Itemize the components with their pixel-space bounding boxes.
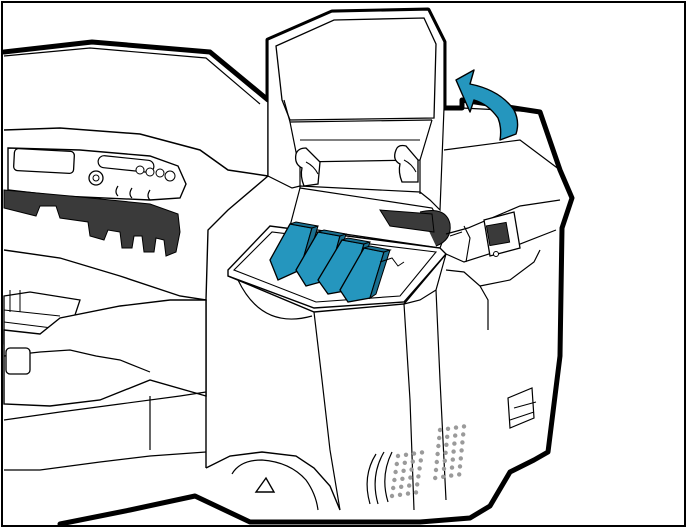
latch-icon <box>294 147 321 187</box>
speaker-dot <box>394 461 399 467</box>
speaker-dot <box>452 441 457 446</box>
speaker-dot <box>407 483 412 488</box>
speaker-dot <box>409 467 414 472</box>
speaker-dot <box>451 449 456 454</box>
speaker-dot <box>453 433 458 438</box>
speaker-dot <box>433 475 438 481</box>
speaker-grille-icon <box>433 424 467 481</box>
speaker-dot <box>392 477 397 483</box>
paper-tray <box>3 290 207 471</box>
speaker-dot <box>461 432 466 437</box>
speaker-dot <box>443 450 448 455</box>
speaker-dot <box>450 457 455 462</box>
printer-top-edge <box>3 47 261 105</box>
speaker-dot <box>442 458 447 463</box>
speaker-dot <box>436 443 441 449</box>
speaker-dot <box>459 448 464 453</box>
carriage-dark-slot <box>379 209 435 233</box>
speaker-dot <box>395 453 401 459</box>
side-latch-inner <box>485 221 511 247</box>
speaker-dot <box>391 485 396 491</box>
speaker-dot <box>457 464 463 469</box>
speaker-dot <box>400 476 405 481</box>
speaker-dot <box>402 460 407 465</box>
printer-right-body <box>313 107 573 511</box>
speaker-dot <box>418 458 423 463</box>
speaker-dot <box>408 475 413 480</box>
speaker-dot <box>460 440 465 445</box>
speaker-dot <box>444 442 449 447</box>
speaker-dot <box>411 451 417 456</box>
speaker-dot <box>389 493 395 499</box>
tray-handle <box>5 347 31 375</box>
vent-lines <box>366 451 393 505</box>
front-dial <box>237 279 313 320</box>
latch-icon <box>394 144 419 183</box>
speaker-dot <box>393 469 398 475</box>
tray-front <box>3 299 207 407</box>
speaker-dot <box>441 466 447 471</box>
speaker-dot <box>399 484 404 489</box>
printer-lower-front <box>205 451 341 511</box>
printer-front-left <box>3 175 269 301</box>
speaker-dot <box>410 459 415 464</box>
speaker-dot <box>461 424 467 429</box>
lcd-display <box>13 147 75 175</box>
speaker-dot <box>413 490 419 495</box>
foot-icon <box>254 476 276 493</box>
speaker-dot <box>457 472 462 477</box>
speaker-dot <box>397 492 403 497</box>
paper-output-slot <box>3 189 181 257</box>
speaker-dot <box>458 456 463 461</box>
speaker-dot <box>405 491 411 496</box>
speaker-dot <box>445 426 451 431</box>
control-panel <box>7 147 187 201</box>
speaker-dot <box>437 427 443 433</box>
speaker-dot <box>433 467 439 473</box>
speaker-grille-icon <box>389 450 425 499</box>
speaker-dot <box>445 434 450 439</box>
speaker-dot <box>416 474 421 479</box>
speaker-dot <box>441 474 446 479</box>
speaker-dot <box>449 473 454 478</box>
speaker-dot <box>403 452 409 457</box>
speaker-dot <box>417 466 422 471</box>
open-arrow-icon <box>455 69 519 141</box>
speaker-dot <box>453 425 459 430</box>
speaker-dot <box>434 459 439 465</box>
speaker-dot <box>437 435 442 441</box>
speaker-dot <box>415 482 420 487</box>
speaker-dot <box>419 450 425 455</box>
speaker-dot <box>435 451 440 457</box>
speaker-dot <box>449 465 455 470</box>
ink-cartridge-icon <box>339 245 392 303</box>
speaker-dot <box>401 468 406 473</box>
